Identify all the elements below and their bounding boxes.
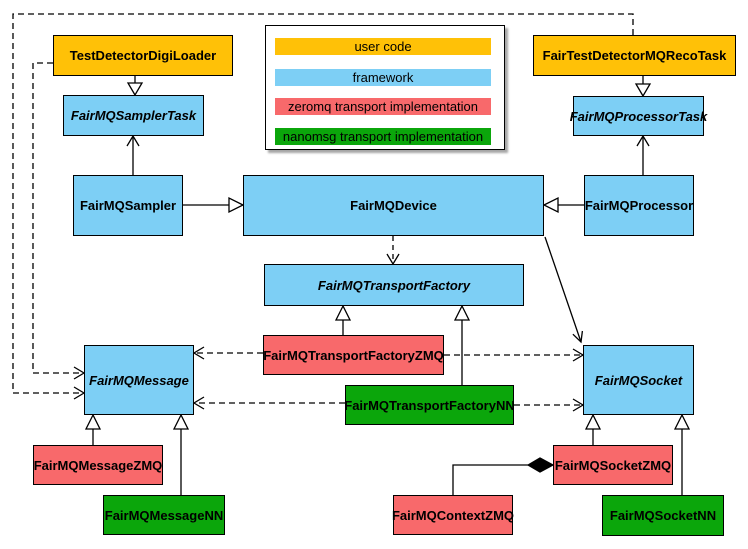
edge-contextzmq-composition [452,464,528,495]
node-fairmqtransportfactory: FairMQTransportFactory [264,264,524,306]
edge-factorynn-creates-message-arrowhead [192,396,205,410]
node-fairmqsocketzmq: FairMQSocketZMQ [553,445,673,485]
edge-digiloader-uses-message [32,62,82,374]
node-fairmqsocketnn: FairMQSocketNN [602,495,724,536]
legend-item-framework: framework [275,69,491,86]
node-fairmqsamplertask: FairMQSamplerTask [63,95,204,136]
edge-recotask-uses-message [12,13,634,394]
edge-processor-extends-device-triangle [542,196,559,214]
edge-sampler-to-samplertask-arrowhead [126,134,140,147]
node-fairtestdetectormqrecotask: FairTestDetectorMQRecoTask [533,35,736,76]
node-fairmqtransportfactorynn: FairMQTransportFactoryNN [344,385,515,425]
edge-digiloader-extends-samplertask-triangle [126,82,144,97]
node-fairmqmessagezmq: FairMQMessageZMQ [33,445,163,485]
node-fairmqdevice: FairMQDevice [243,175,544,236]
edge-socketzmq-extends-socket-triangle [584,413,602,430]
edge-messagenn-extends-message-triangle [172,413,190,430]
node-fairmqtransportfactoryzmq: FairMQTransportFactoryZMQ [263,335,444,375]
edge-factoryzmq-extends-factory-triangle [334,304,352,321]
edge-socketnn-extends-socket-triangle [673,413,691,430]
edge-contextzmq-composition-diamond [526,457,555,473]
edge-factorynn-extends-factory-triangle [453,304,471,321]
node-fairmqcontextzmq: FairMQContextZMQ [392,495,514,535]
legend-item-zeromq: zeromq transport implementation [275,98,491,115]
edge-device-to-socket [544,236,582,343]
edge-processor-to-processortask-arrowhead [636,134,650,147]
legend: user code framework zeromq transport imp… [265,25,505,150]
edge-factoryzmq-creates-message-arrowhead [192,346,205,360]
edge-device-to-socket-arrowhead [572,330,584,344]
node-fairmqprocessortask: FairMQProcessorTask [570,96,707,136]
node-fairmqsocket: FairMQSocket [583,345,694,415]
edge-messagezmq-extends-message-triangle [84,413,102,430]
edge-recotask-extends-processortask-triangle [634,83,652,98]
legend-item-user-code: user code [275,38,491,55]
legend-item-nanomsg: nanomsg transport implementation [275,128,491,145]
node-fairmqprocessor: FairMQProcessor [584,175,694,236]
node-fairmqmessage: FairMQMessage [84,345,194,415]
node-fairmqsampler: FairMQSampler [73,175,183,236]
node-fairmqmessagenn: FairMQMessageNN [103,495,225,535]
edge-sampler-extends-device-triangle [228,196,245,214]
node-testdetectordigiloader: TestDetectorDigiLoader [53,35,233,76]
